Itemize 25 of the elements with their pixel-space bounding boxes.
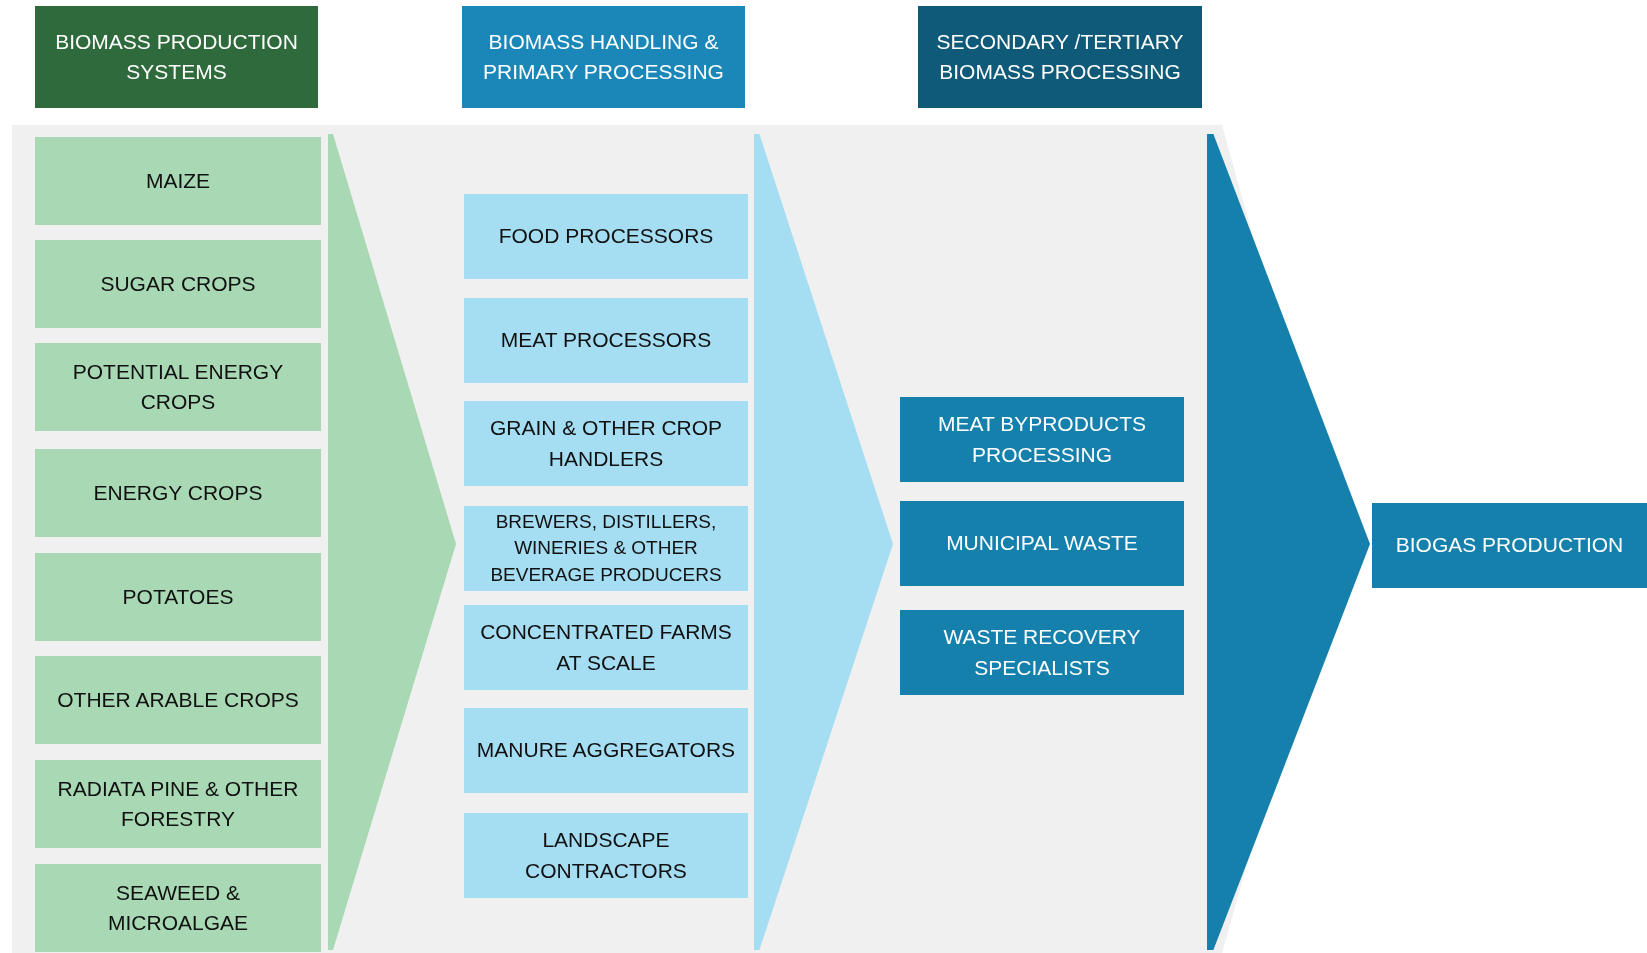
category-box: MAIZE [35,137,321,225]
category-box: MEAT PROCESSORS [464,298,748,383]
column-header: BIOMASS HANDLING & PRIMARY PROCESSING [462,6,745,108]
category-box: CONCENTRATED FARMS AT SCALE [464,605,748,690]
chevron-arrow [1207,134,1370,950]
category-box: SUGAR CROPS [35,240,321,328]
category-box: SEAWEED & MICROALGAE [35,864,321,952]
category-box: FOOD PROCESSORS [464,194,748,279]
category-box: OTHER ARABLE CROPS [35,656,321,744]
category-box: POTATOES [35,553,321,641]
category-box: MANURE AGGREGATORS [464,708,748,793]
category-box: MUNICIPAL WASTE [900,501,1184,586]
category-box: ENERGY CROPS [35,449,321,537]
category-box: POTENTIAL ENERGY CROPS [35,343,321,431]
category-box: MEAT BYPRODUCTS PROCESSING [900,397,1184,482]
chevron-arrow [754,134,893,950]
category-box: RADIATA PINE & OTHER FORESTRY [35,760,321,848]
column-header: BIOMASS PRODUCTION SYSTEMS [35,6,318,108]
category-box: BREWERS, DISTILLERS, WINERIES & OTHER BEVERAGE PRODUCERS [464,506,748,591]
category-box: LANDSCAPE CONTRACTORS [464,813,748,898]
process-box: BIOGAS PRODUCTION [1372,503,1647,588]
category-box: GRAIN & OTHER CROP HANDLERS [464,401,748,486]
category-box: WASTE RECOVERY SPECIALISTS [900,610,1184,695]
chevron-arrow [328,134,456,950]
column-header: SECONDARY /TERTIARY BIOMASS PROCESSING [918,6,1202,108]
